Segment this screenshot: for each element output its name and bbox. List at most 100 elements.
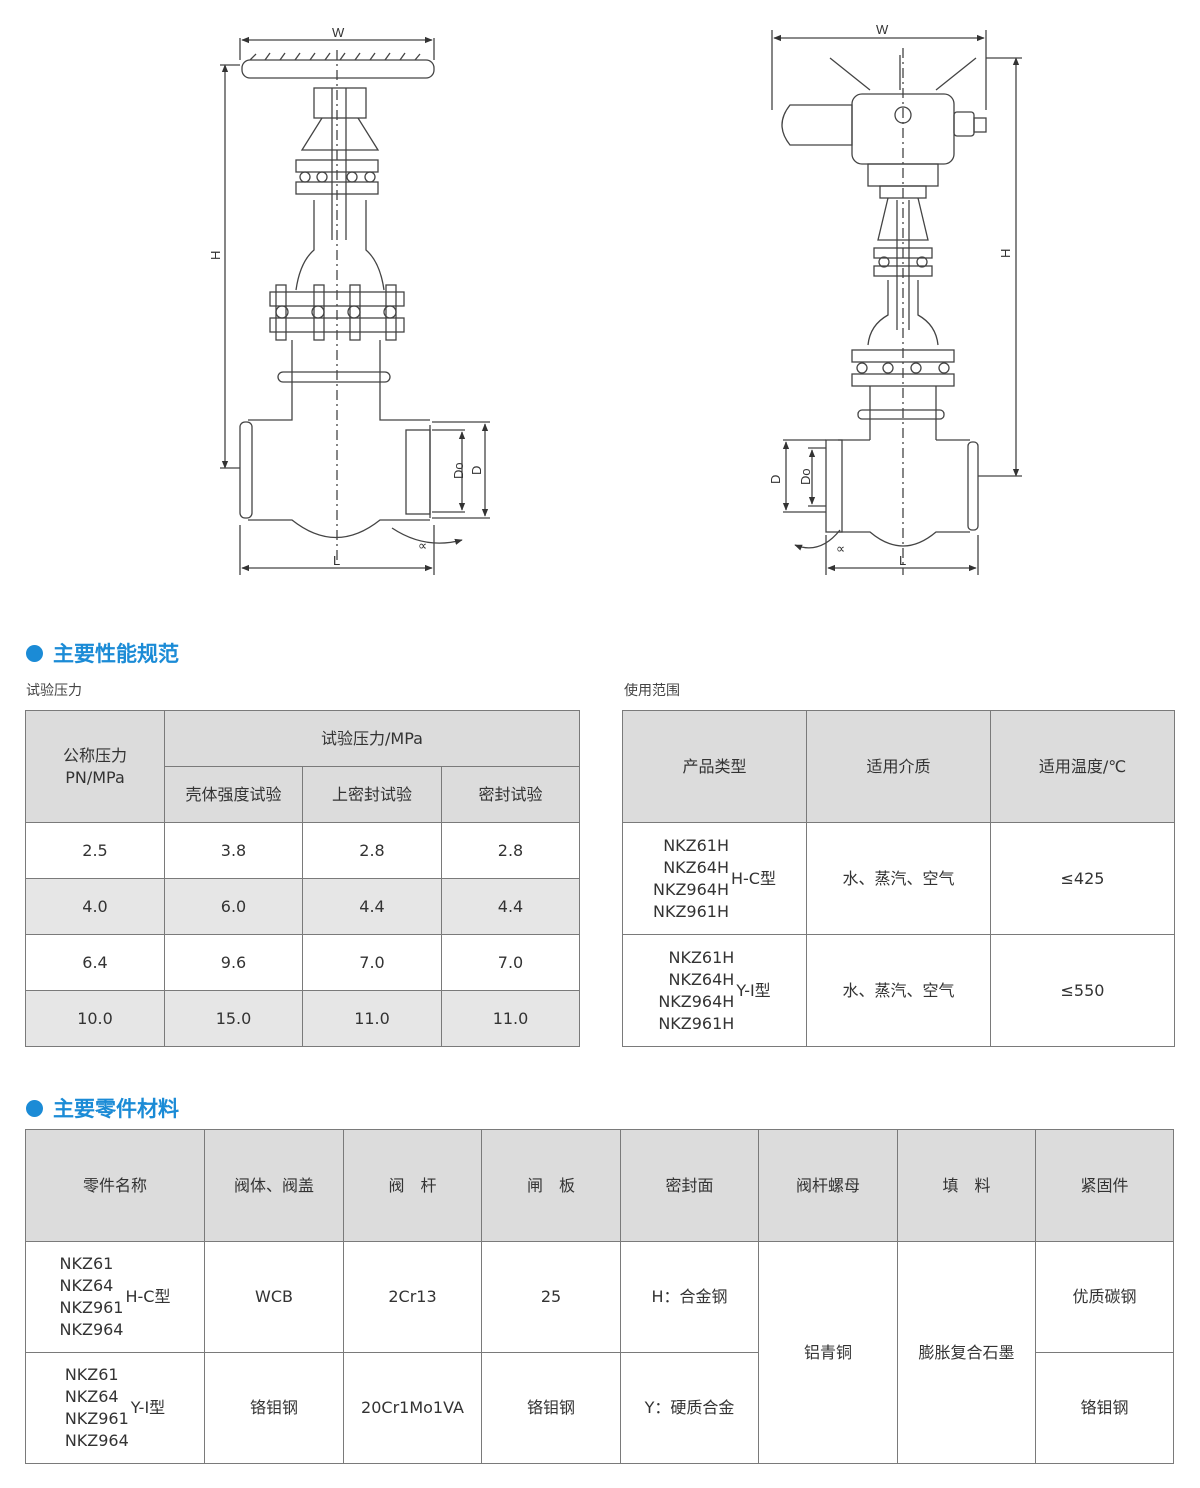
- model-type: H-C型: [731, 868, 776, 888]
- dim-alpha-left: ∝: [418, 538, 427, 553]
- header-nominal-pressure: 公称压力 PN/MPa: [25, 710, 165, 823]
- section-performance-heading: 主要性能规范: [26, 638, 179, 668]
- temperature-cell: ≤550: [990, 934, 1175, 1047]
- table-cell: 25: [481, 1241, 621, 1353]
- header-upper-seal-test: 上密封试验: [302, 766, 442, 823]
- header-test-pressure: 试验压力/MPa: [164, 710, 580, 767]
- table-cell: 11.0: [302, 990, 442, 1047]
- header-stem: 阀 杆: [343, 1129, 482, 1242]
- dim-alpha-right: ∝: [836, 541, 845, 556]
- temperature-cell: ≤425: [990, 822, 1175, 935]
- table-row: NKZ61 NKZ64 NKZ961 NKZ964 H-C型 WCB 2Cr13…: [25, 1241, 1174, 1464]
- materials-table: 零件名称 阀体、阀盖 阀 杆 闸 板 密封面 阀杆螺母 填 料 紧固件 NKZ6…: [25, 1129, 1174, 1464]
- table-cell: Y：硬质合金: [620, 1352, 759, 1464]
- header-temperature: 适用温度/℃: [990, 710, 1175, 823]
- table-cell: 优质碳钢: [1035, 1241, 1174, 1353]
- dim-d0-right: Do: [798, 468, 813, 485]
- stem-nut-cell: 铝青铜: [758, 1241, 898, 1464]
- model-type: H-C型: [125, 1287, 171, 1306]
- header-packing: 填 料: [897, 1129, 1036, 1242]
- table-cell: 4.0: [25, 878, 165, 935]
- table-cell: 7.0: [302, 934, 442, 991]
- table-row: 6.4 9.6 7.0 7.0: [25, 934, 580, 991]
- model-type: Y-I型: [736, 980, 771, 1000]
- test-pressure-caption: 试验压力: [26, 683, 82, 699]
- table-cell: 9.6: [164, 934, 303, 991]
- table-cell: 2Cr13: [343, 1241, 482, 1353]
- model-name: NKZ961H: [653, 901, 729, 921]
- dim-w-right: W: [876, 22, 889, 37]
- header-nominal-unit: PN/MPa: [65, 767, 125, 787]
- table-cell: 7.0: [441, 934, 580, 991]
- table-row: 4.0 6.0 4.4 4.4: [25, 878, 580, 935]
- table-cell: 11.0: [441, 990, 580, 1047]
- header-nominal-label: 公称压力: [62, 745, 127, 765]
- header-seal-test: 密封试验: [441, 766, 580, 823]
- model-name: NKZ64H: [668, 969, 735, 989]
- bullet-dot-icon: [26, 644, 43, 662]
- table-cell: 4.4: [441, 878, 580, 935]
- model-name: NKZ61H: [663, 835, 729, 855]
- section-performance-title: 主要性能规范: [53, 642, 179, 666]
- header-body-bonnet: 阀体、阀盖: [204, 1129, 344, 1242]
- manual-valve-drawing: [220, 36, 490, 575]
- table-cell: 6.4: [25, 934, 165, 991]
- medium-cell: 水、蒸汽、空气: [806, 822, 991, 935]
- table-cell: 6.0: [164, 878, 303, 935]
- table-cell: 铬钼钢: [1035, 1352, 1174, 1464]
- table-cell: H：合金钢: [620, 1241, 759, 1353]
- table-cell: WCB: [204, 1241, 344, 1353]
- dim-h-left: H: [208, 251, 223, 260]
- table-cell: 4.4: [302, 878, 442, 935]
- dim-w-left: W: [332, 25, 345, 40]
- table-cell: 2.5: [25, 822, 165, 879]
- model-name: NKZ964: [64, 1431, 129, 1450]
- section-materials-heading: 主要零件材料: [26, 1093, 179, 1123]
- model-name: NKZ61: [59, 1254, 114, 1273]
- electric-valve-drawing: [771, 30, 1022, 575]
- product-type-cell: NKZ61H NKZ64H NKZ964H NKZ961H Y-I型: [622, 934, 807, 1047]
- model-type: Y-I型: [130, 1398, 166, 1417]
- header-seal-face: 密封面: [620, 1129, 759, 1242]
- packing-cell: 膨胀复合石墨: [897, 1241, 1036, 1464]
- table-cell: 3.8: [164, 822, 303, 879]
- header-part-name: 零件名称: [25, 1129, 205, 1242]
- header-product-type: 产品类型: [622, 710, 807, 823]
- table-cell: 2.8: [441, 822, 580, 879]
- table-row: 2.5 3.8 2.8 2.8: [25, 822, 580, 879]
- model-name: NKZ61: [64, 1365, 119, 1384]
- table-cell: 20Cr1Mo1VA: [343, 1352, 482, 1464]
- part-model-cell: NKZ61 NKZ64 NKZ961 NKZ964 H-C型: [25, 1241, 205, 1353]
- model-name: NKZ64: [64, 1387, 119, 1406]
- valve-drawings: W H L Do D ∝ W H L D Do ∝: [208, 22, 1022, 575]
- table-cell: 铬钼钢: [204, 1352, 344, 1464]
- product-type-cell: NKZ61H NKZ64H NKZ964H NKZ961H H-C型: [622, 822, 807, 935]
- dim-d-left: D: [469, 466, 484, 475]
- model-name: NKZ964H: [653, 879, 729, 899]
- dim-l-left: L: [333, 553, 340, 568]
- medium-cell: 水、蒸汽、空气: [806, 934, 991, 1047]
- table-row: 10.0 15.0 11.0 11.0: [25, 990, 580, 1047]
- model-name: NKZ64H: [663, 857, 729, 877]
- table-row: NKZ61 NKZ64 NKZ961 NKZ964 Y-I型 铬钼钢 20Cr1…: [25, 1352, 1174, 1464]
- dim-d-right: D: [768, 475, 783, 484]
- table-cell: 铬钼钢: [481, 1352, 621, 1464]
- header-medium: 适用介质: [806, 710, 991, 823]
- table-cell: 10.0: [25, 990, 165, 1047]
- model-name: NKZ961: [59, 1298, 124, 1317]
- test-pressure-table: 公称压力 PN/MPa 试验压力/MPa 壳体强度试验 上密封试验 密封试验 2…: [25, 710, 580, 1047]
- model-name: NKZ961: [64, 1409, 129, 1428]
- header-gate: 闸 板: [481, 1129, 621, 1242]
- model-name: NKZ964H: [658, 991, 735, 1011]
- table-row: NKZ61H NKZ64H NKZ964H NKZ961H H-C型 水、蒸汽、…: [622, 822, 1175, 935]
- header-fastener: 紧固件: [1035, 1129, 1174, 1242]
- header-shell-test: 壳体强度试验: [164, 766, 303, 823]
- table-cell: 2.8: [302, 822, 442, 879]
- header-stem-nut: 阀杆螺母: [758, 1129, 898, 1242]
- model-name: NKZ61H: [668, 947, 735, 967]
- model-name: NKZ964: [59, 1320, 124, 1339]
- model-name: NKZ961H: [658, 1013, 735, 1033]
- section-materials-title: 主要零件材料: [53, 1097, 179, 1121]
- bullet-dot-icon: [26, 1099, 43, 1117]
- dim-h-right: H: [998, 249, 1013, 258]
